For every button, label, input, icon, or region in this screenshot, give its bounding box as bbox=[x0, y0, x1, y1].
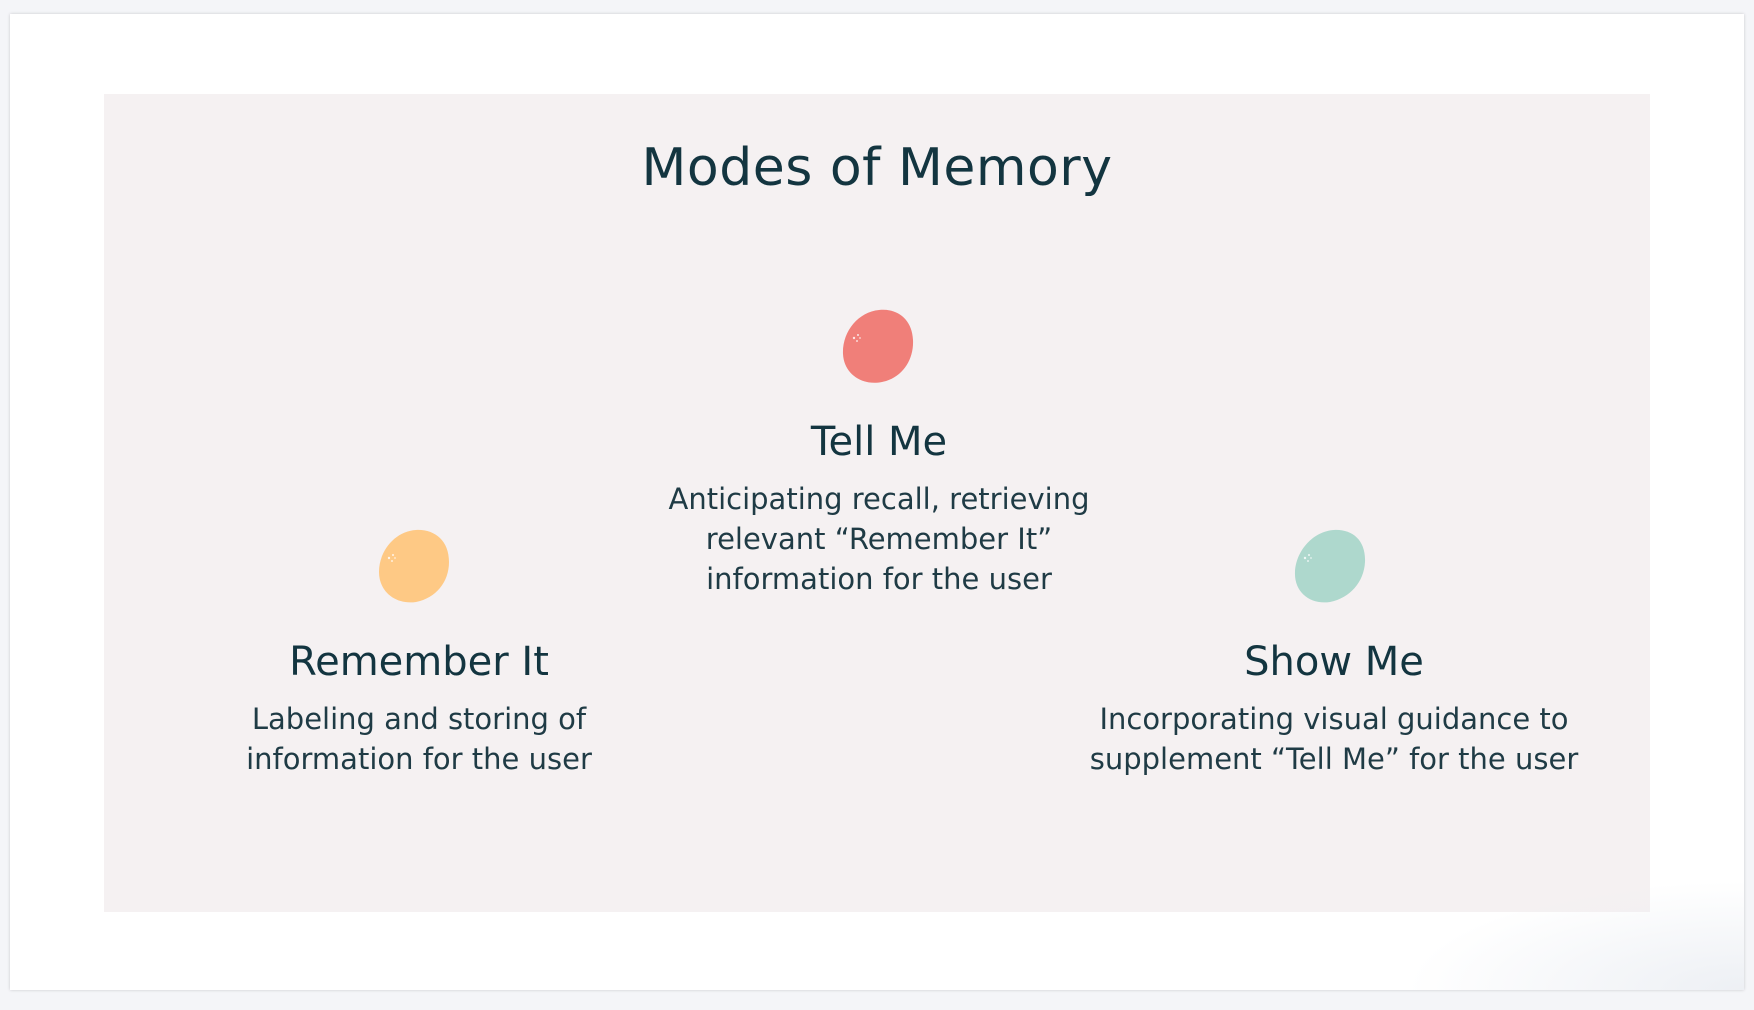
mode-description-line: relevant “Remember It” bbox=[705, 522, 1053, 556]
mode-description-line: information for the user bbox=[246, 742, 592, 776]
mode-description-line: Labeling and storing of bbox=[251, 702, 587, 736]
mode-description-line: information for the user bbox=[706, 562, 1052, 596]
mode-heading: Show Me bbox=[1244, 639, 1424, 685]
mode-remember-it: Remember It Labeling and storing of info… bbox=[214, 514, 624, 824]
blob-shape bbox=[1294, 529, 1366, 603]
blob-shape bbox=[842, 309, 914, 383]
mode-heading: Remember It bbox=[289, 639, 549, 685]
mode-description-line: Anticipating recall, retrieving bbox=[668, 482, 1090, 516]
document-page: Modes of Memory Tell Me Anticipating rec… bbox=[10, 14, 1744, 990]
mode-description-line: supplement “Tell Me” for the user bbox=[1089, 742, 1579, 776]
mode-tell-me: Tell Me Anticipating recall, retrieving … bbox=[624, 294, 1134, 624]
mode-show-me: Show Me Incorporating visual guidance to… bbox=[1074, 514, 1594, 824]
mode-description: Anticipating recall, retrieving relevant… bbox=[624, 479, 1134, 599]
blob-yellow-icon bbox=[374, 528, 456, 604]
mode-description: Incorporating visual guidance to supplem… bbox=[1074, 699, 1594, 779]
mode-description-line: Incorporating visual guidance to bbox=[1099, 702, 1569, 736]
blob-teal-icon bbox=[1290, 528, 1372, 604]
mode-description: Labeling and storing of information for … bbox=[214, 699, 624, 779]
mode-heading: Tell Me bbox=[810, 419, 948, 465]
slide: Modes of Memory Tell Me Anticipating rec… bbox=[104, 94, 1650, 912]
blob-red-icon bbox=[838, 308, 920, 384]
slide-title: Modes of Memory bbox=[641, 138, 1113, 198]
blob-shape bbox=[379, 529, 449, 603]
page-corner-shadow bbox=[1404, 880, 1744, 990]
